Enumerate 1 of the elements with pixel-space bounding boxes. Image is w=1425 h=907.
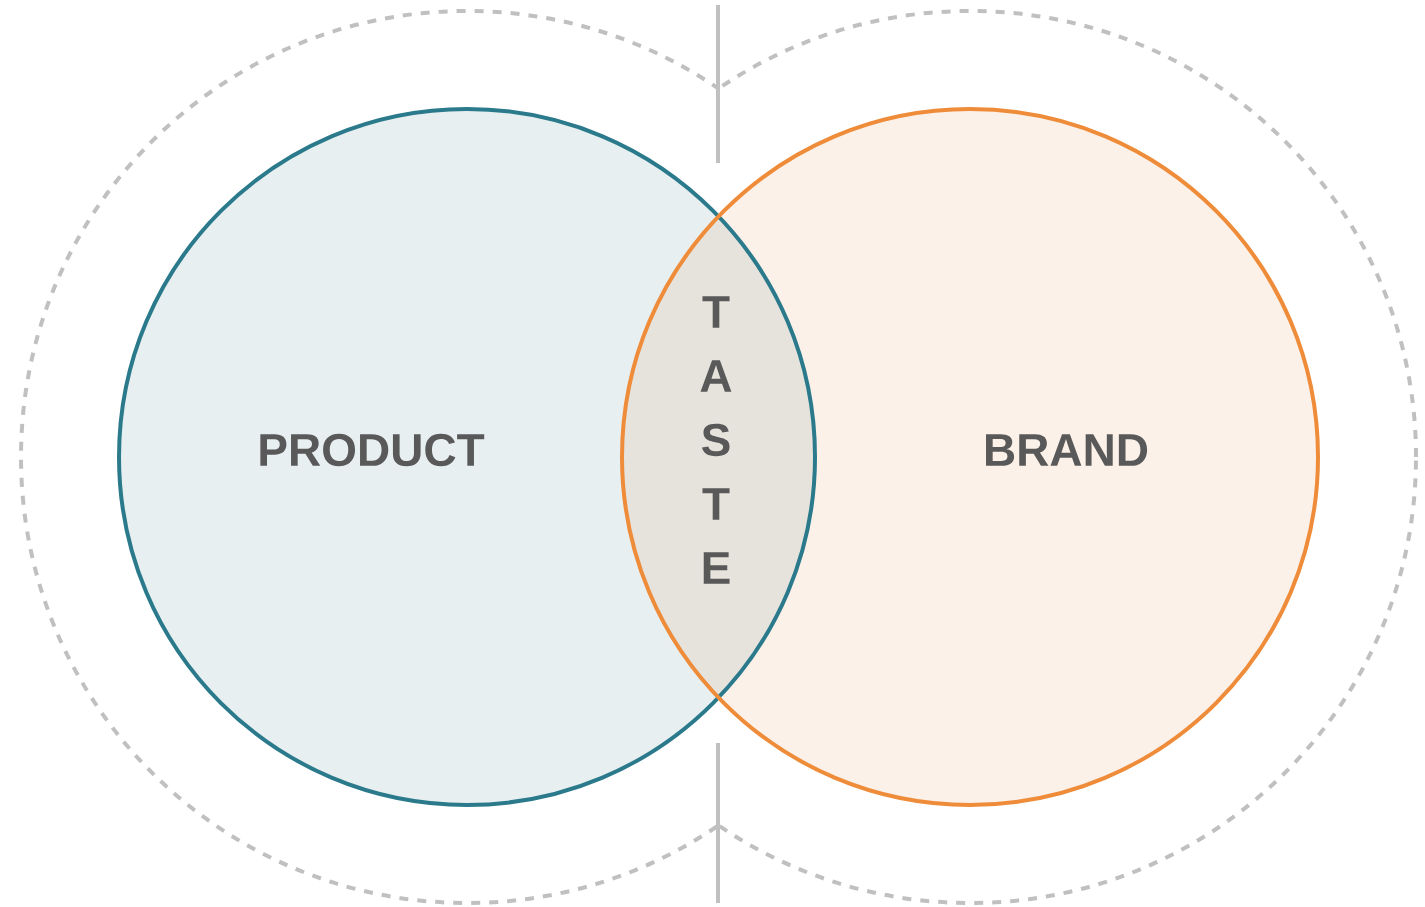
overlap-region: TASTE xyxy=(700,296,732,584)
